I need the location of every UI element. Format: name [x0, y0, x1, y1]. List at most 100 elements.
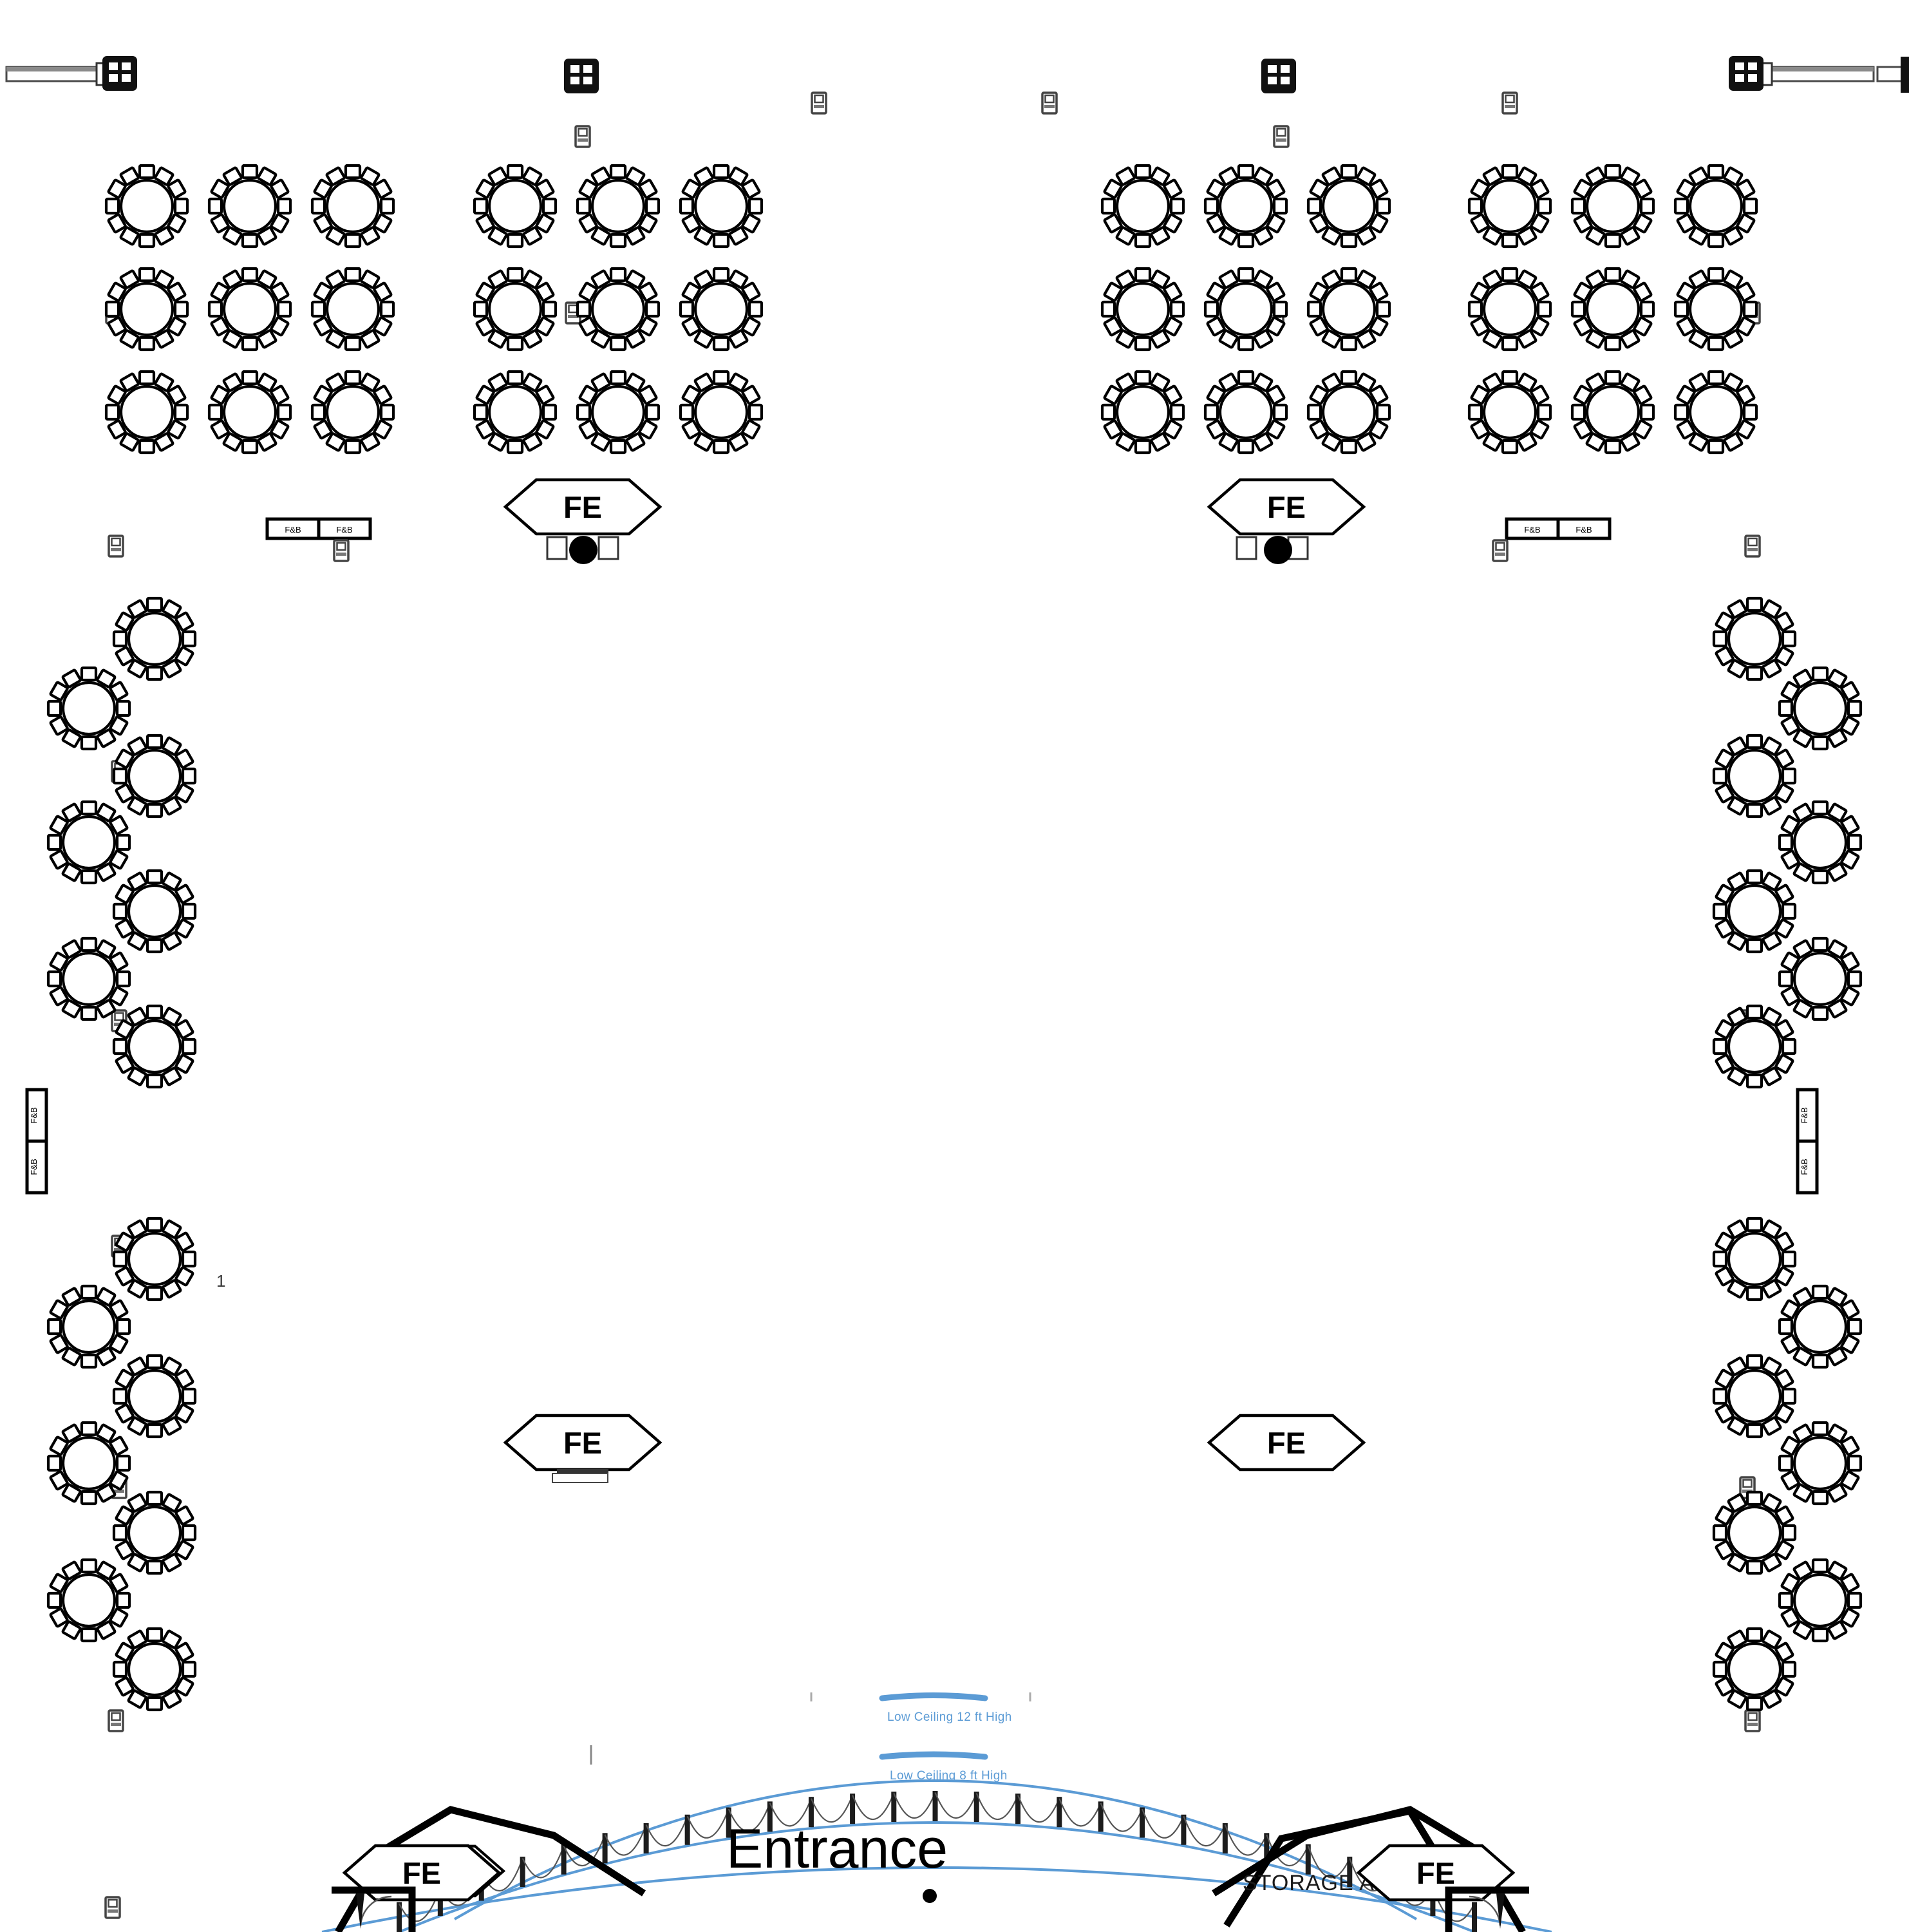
round-table[interactable] [1780, 1286, 1861, 1367]
round-table[interactable] [48, 802, 129, 883]
wall-panel-icon-top-center-right [1261, 59, 1296, 93]
round-table[interactable] [312, 269, 393, 350]
ceiling-arc-entrance [321, 1866, 1552, 1932]
round-table[interactable] [1714, 1492, 1795, 1573]
drape-swag [1141, 1808, 1185, 1839]
round-table[interactable] [312, 166, 393, 247]
drape-post [643, 1823, 649, 1854]
fire-extinguisher-bottom-left[interactable]: FE [342, 1844, 503, 1902]
round-table[interactable] [1205, 372, 1286, 453]
fire-extinguisher-mid-left[interactable]: FE [505, 1416, 660, 1483]
round-table[interactable] [1102, 269, 1183, 350]
round-table[interactable] [681, 372, 762, 453]
round-table[interactable] [114, 1492, 195, 1573]
round-table[interactable] [114, 1218, 195, 1300]
marker-label-1: 1 [216, 1271, 225, 1291]
fire-extinguisher-top-right[interactable]: FE [1209, 480, 1364, 564]
round-table[interactable] [578, 372, 659, 453]
drape-post [1098, 1801, 1104, 1832]
round-table[interactable] [1714, 871, 1795, 952]
round-table[interactable] [1714, 1629, 1795, 1710]
round-table[interactable] [578, 166, 659, 247]
round-table[interactable] [114, 598, 195, 679]
round-table[interactable] [48, 1560, 129, 1641]
round-table[interactable] [48, 1286, 129, 1367]
round-table[interactable] [1469, 372, 1550, 453]
round-table[interactable] [1675, 166, 1756, 247]
fb-table-upper-left[interactable]: F&B F&B [265, 517, 372, 562]
round-table[interactable] [1714, 598, 1795, 679]
round-table[interactable] [1102, 166, 1183, 247]
round-table[interactable] [1572, 269, 1653, 350]
round-table[interactable] [1205, 166, 1286, 247]
round-table[interactable] [1675, 372, 1756, 453]
fb-label: F&B [1800, 1107, 1809, 1123]
drape-post [1347, 1857, 1353, 1888]
round-table[interactable] [1714, 735, 1795, 817]
round-table[interactable] [1714, 1006, 1795, 1087]
fb-table-upper-right[interactable]: F&B F&B [1492, 517, 1612, 562]
round-table[interactable] [578, 269, 659, 350]
round-table[interactable] [1780, 938, 1861, 1019]
round-table[interactable] [106, 269, 187, 350]
round-table[interactable] [1714, 1218, 1795, 1300]
round-table[interactable] [1780, 802, 1861, 883]
round-table[interactable] [114, 1356, 195, 1437]
drape-swag [769, 1798, 812, 1827]
wall-panel-icon-top-center-left [564, 59, 599, 93]
round-table[interactable] [114, 1629, 195, 1710]
round-table[interactable] [106, 166, 187, 247]
ceiling-arc-8ft [399, 1821, 1475, 1932]
round-table[interactable] [114, 735, 195, 817]
round-table[interactable] [106, 372, 187, 453]
round-table[interactable] [1780, 1423, 1861, 1504]
ceiling-callout-12ft: Low Ceiling 12 ft High [879, 1692, 1011, 1724]
fe-label: FE [402, 1856, 441, 1890]
round-table[interactable] [475, 166, 556, 247]
round-table[interactable] [681, 269, 762, 350]
round-tables-layer [48, 166, 1861, 1710]
round-table[interactable] [1714, 1356, 1795, 1437]
drape-post [1472, 1902, 1477, 1932]
drape-swag [810, 1795, 854, 1823]
drape-post [1305, 1844, 1311, 1875]
storage-room-a: STORAGE A [1223, 1806, 1463, 1927]
drape-post [1222, 1823, 1228, 1854]
round-table[interactable] [48, 938, 129, 1019]
drape-post [1140, 1807, 1145, 1838]
round-table[interactable] [1780, 1560, 1861, 1641]
round-table[interactable] [1572, 372, 1653, 453]
round-table[interactable] [1469, 166, 1550, 247]
round-table[interactable] [1308, 269, 1389, 350]
round-table[interactable] [114, 871, 195, 952]
drape-swag [728, 1803, 771, 1832]
fb-table-right-side[interactable]: F&B F&B [1796, 1088, 1819, 1195]
drape-swag [563, 1834, 606, 1866]
round-table[interactable] [209, 269, 290, 350]
round-table[interactable] [209, 372, 290, 453]
fire-extinguisher-bottom-right[interactable]: FE [1356, 1844, 1516, 1902]
round-table[interactable] [1205, 269, 1286, 350]
door-swing-right [1445, 1886, 1529, 1932]
fire-extinguisher-mid-right[interactable]: FE [1209, 1416, 1364, 1470]
round-table[interactable] [209, 166, 290, 247]
drape-swag [934, 1792, 977, 1819]
round-table[interactable] [475, 269, 556, 350]
round-table[interactable] [681, 166, 762, 247]
drape-post [891, 1792, 897, 1823]
round-table[interactable] [1572, 166, 1653, 247]
round-table[interactable] [1102, 372, 1183, 453]
fb-table-left-side[interactable]: F&B F&B [25, 1088, 48, 1195]
drape-swag [1307, 1845, 1351, 1879]
round-table[interactable] [475, 372, 556, 453]
drape-swag [1017, 1795, 1060, 1823]
round-table[interactable] [1308, 372, 1389, 453]
round-table[interactable] [1308, 166, 1389, 247]
round-table[interactable] [312, 372, 393, 453]
round-table[interactable] [1675, 269, 1756, 350]
fb-label: F&B [1575, 525, 1592, 535]
round-table[interactable] [48, 668, 129, 749]
fire-extinguisher-top-left[interactable]: FE [505, 480, 660, 564]
round-table[interactable] [1469, 269, 1550, 350]
round-table[interactable] [1780, 668, 1861, 749]
